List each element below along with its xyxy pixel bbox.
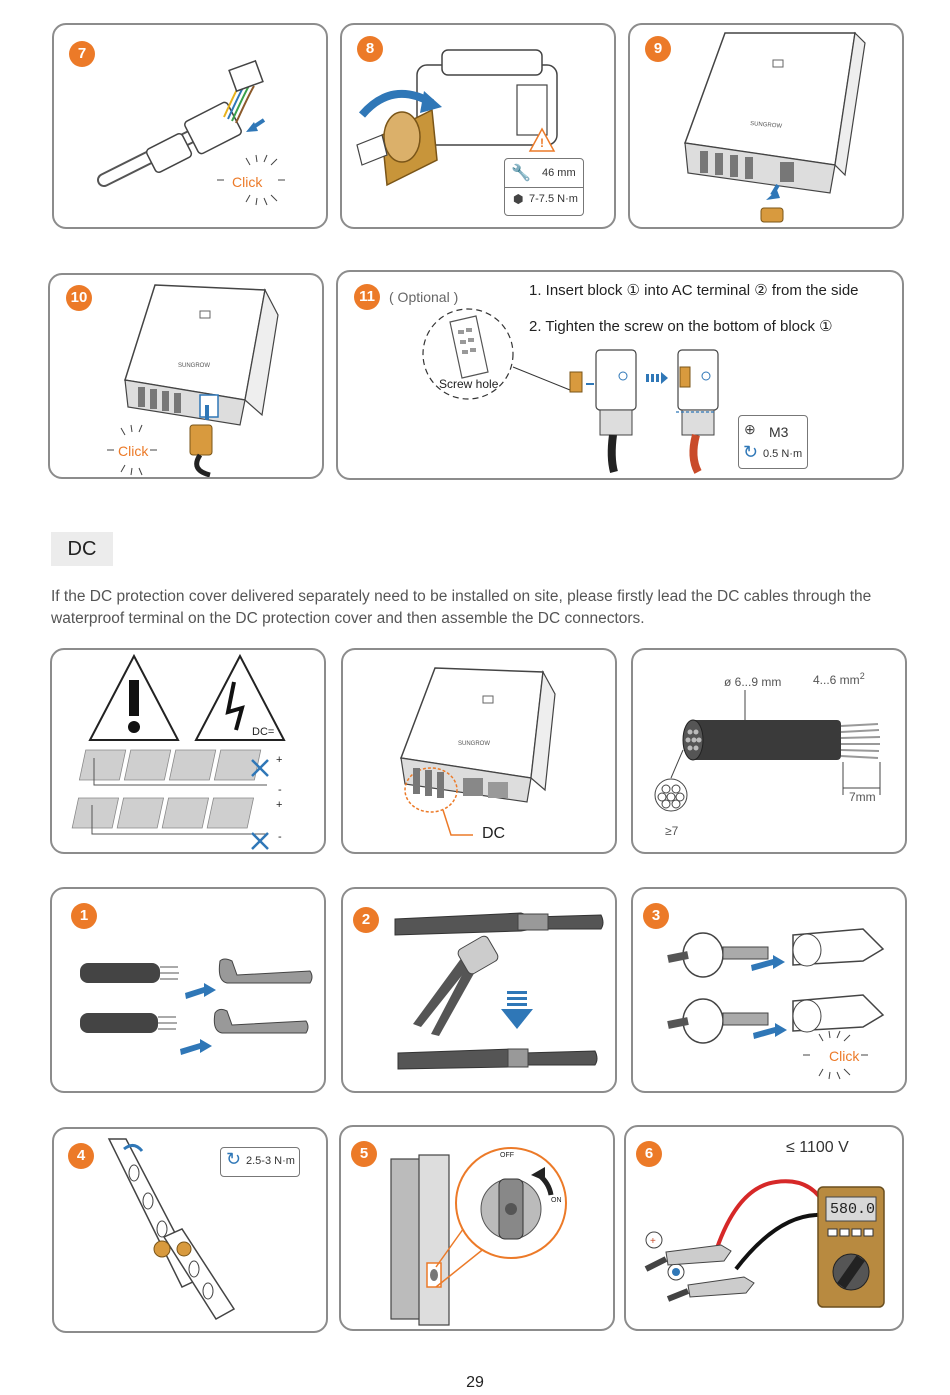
strand-count-label: ≥7 [665,824,679,838]
dc-step-2-panel: 2 [341,887,617,1093]
torque-icon: ⬢ [513,192,524,206]
section-title: DC [51,532,113,566]
instruction-2: 2. Tighten the screw on the bottom of bl… [529,318,833,335]
torque-spec-box: ↻ 2.5-3 N·m [220,1147,300,1177]
svg-text:-: - [278,831,282,843]
inverter-plug-ac-illustration: SUNGROW [683,31,866,223]
switch-off-label: OFF [500,1152,514,1159]
spanner-tighten-illustration [107,1138,236,1320]
step-10-panel: SUNGROW 10 Click [48,273,324,479]
click-label: Click [232,174,263,190]
wrench-size-label: 46 mm [542,167,576,179]
dc-cable-spec-panel: ø 6...9 mm 4...6 mm2 7mm ≥7 [631,648,907,854]
inverter-dc-terminals-illustration: SUNGROW [399,667,556,836]
svg-text:-: - [278,784,282,796]
dc-warning-panel: + - + - DC= [50,648,326,854]
step-11-panel: 11 ( Optional ) 1. Insert block ① into A… [336,270,904,480]
dc-label: DC [482,825,506,842]
dc-step-6-panel: + 6 ≤ 1100 V 580.0 [624,1125,904,1331]
torque-label: 7-7.5 N·m [529,193,578,205]
wrench-icon: 🔧 [511,165,531,182]
dc-step-1-panel: 1 [50,887,326,1093]
max-voltage-label: ≤ 1100 V [786,1139,849,1156]
multimeter-reading: 580.0 [830,1201,876,1218]
svg-text:+: + [276,754,282,766]
step-9-panel: SUNGROW 9 [628,23,904,229]
ac-connector-assembly-illustration [97,59,285,206]
step-number-badge: 10 [66,285,92,311]
click-label: Click [829,1048,860,1064]
rotate-icon: ↻ [743,442,759,462]
step-number-badge: 8 [357,36,383,62]
dc-step-4-panel: 4 ↻ 2.5-3 N·m [52,1127,328,1333]
step-8-panel: ! 8 🔧 46 mm ⬢ 7-7.5 N·m [340,23,616,229]
step-number-badge: 6 [636,1141,662,1167]
inverter-connect-ac-illustration: SUNGROW [107,284,279,477]
step-number-badge: 9 [645,36,671,62]
page-number: 29 [466,1374,484,1391]
step-number-badge: 11 [354,284,380,310]
voltage-measure-illustration: + [644,1179,885,1308]
warning-pv-illustration: + - + - [71,653,286,850]
instruction-1: 1. Insert block ① into AC terminal ② fro… [529,282,859,299]
dc-step-5-panel: 5 OFF ON [339,1125,615,1331]
screw-hole-label: Screw hole [439,377,499,391]
screw-spec-box: ⊕ M3 ↻ 0.5 N·m [738,415,808,469]
connector-assembly-illustration [667,928,885,1080]
svg-text:SUNGROW: SUNGROW [458,741,490,747]
torque-label: 2.5-3 N·m [246,1155,295,1167]
crimp-contact-insert-illustration [80,958,313,1055]
click-label: Click [118,443,149,459]
dc-inverter-panel: SUNGROW DC [341,648,617,854]
switch-on-label: ON [551,1197,562,1204]
optional-label: ( Optional ) [389,289,459,305]
cable-spec-illustration [654,690,881,812]
dc-step-3-panel: 3 Click [631,887,907,1093]
gland-tighten-illustration: ! [356,49,558,187]
cable-diameter-label: ø 6...9 mm [724,675,782,689]
svg-text:SUNGROW: SUNGROW [178,363,210,369]
rotate-icon: ↻ [226,1149,242,1169]
step-number-badge: 1 [71,903,97,929]
section-intro: If the DC protection cover delivered sep… [51,588,872,627]
svg-text:SUNGROW: SUNGROW [750,121,783,130]
svg-text:!: ! [540,136,544,150]
cable-cross-section-label: 4...6 mm2 [813,671,865,687]
screw-icon: ⊕ [744,421,756,437]
step-7-panel: 7 Click [52,23,328,229]
dc-switch-illustration [390,1147,567,1326]
dc-symbol-label: DC= [252,726,275,738]
torque-label: 0.5 N·m [763,448,803,460]
svg-text:+: + [276,799,282,811]
spec-box: 🔧 46 mm ⬢ 7-7.5 N·m [504,158,584,216]
cable-cross-exponent: 2 [859,671,865,681]
step-number-badge: 2 [353,907,379,933]
svg-text:+: + [650,1236,656,1247]
step-number-badge: 4 [68,1143,94,1169]
step-number-badge: 5 [351,1141,377,1167]
crimp-tool-illustration [394,912,604,1070]
block-insert-illustration [422,308,719,474]
step-number-badge: 3 [643,903,669,929]
step-number-badge: 7 [69,41,95,67]
cable-cross-value: 4...6 mm [813,673,860,687]
screw-size-label: M3 [769,424,789,440]
strip-length-label: 7mm [849,790,876,804]
